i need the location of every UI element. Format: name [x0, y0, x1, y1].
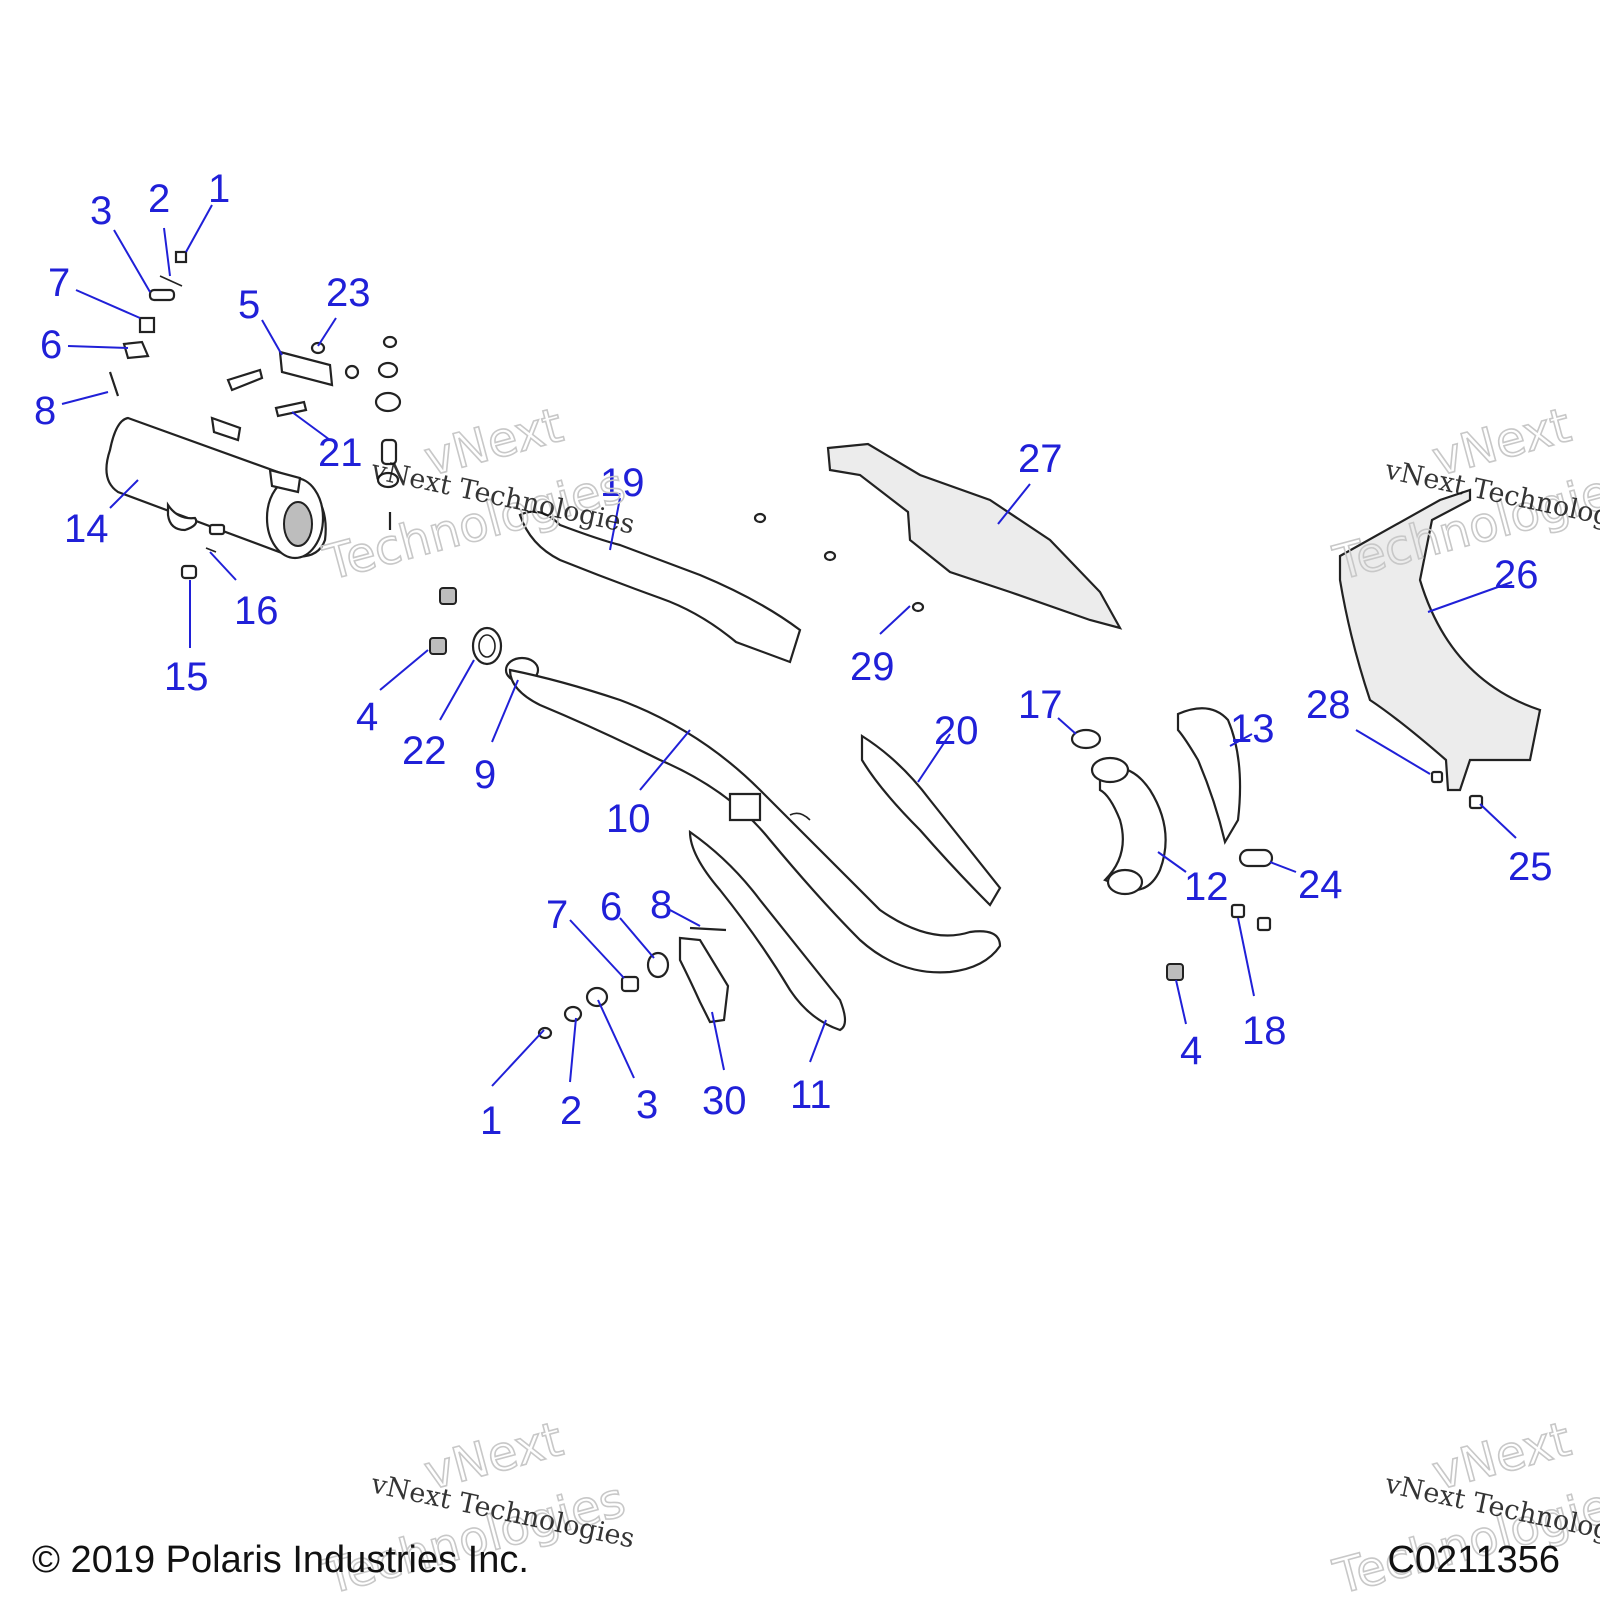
- part-isolator-stack: [310, 335, 402, 530]
- callout-2-upper: 2: [148, 177, 170, 221]
- leader-lines: [61, 204, 1517, 1087]
- callout-28: 28: [1306, 683, 1351, 727]
- callout-16: 16: [234, 589, 279, 633]
- callout-10: 10: [606, 797, 651, 841]
- callout-15: 15: [164, 655, 209, 699]
- callout-13: 13: [1230, 707, 1275, 751]
- part-heat-shield-27: [826, 442, 1123, 630]
- callout-2-lower: 2: [560, 1089, 582, 1133]
- callout-21: 21: [318, 431, 363, 475]
- callout-26: 26: [1494, 553, 1539, 597]
- part-heat-shield-19: [518, 510, 802, 664]
- callout-27: 27: [1018, 437, 1063, 481]
- callout-3-lower: 3: [636, 1083, 658, 1127]
- callout-25: 25: [1508, 845, 1553, 889]
- part-elbow-12: [1098, 766, 1167, 892]
- part-shield-13: [1176, 707, 1242, 845]
- part-spring-4b: [439, 587, 457, 605]
- drawing-number: C0211356: [1387, 1539, 1560, 1581]
- callout-9: 9: [474, 753, 496, 797]
- part-o-ring-17: [1070, 728, 1102, 750]
- callout-4-left: 4: [356, 695, 378, 739]
- part-hardware-lower: [537, 512, 1484, 1040]
- callout-24: 24: [1298, 863, 1343, 907]
- copyright-notice: © 2019 Polaris Industries Inc.: [32, 1539, 529, 1581]
- callout-1-upper: 1: [208, 167, 230, 211]
- callout-18: 18: [1242, 1009, 1287, 1053]
- part-bracket-5: [278, 350, 334, 387]
- callout-14: 14: [64, 507, 109, 551]
- callout-8-lower: 8: [650, 883, 672, 927]
- callout-17: 17: [1018, 683, 1063, 727]
- callout-3-upper: 3: [90, 189, 112, 233]
- part-hardware-upper-left: [108, 250, 308, 580]
- callout-11: 11: [790, 1073, 832, 1117]
- callout-6-lower: 6: [600, 885, 622, 929]
- callout-8-upper: 8: [34, 389, 56, 433]
- part-shield-26: [1338, 488, 1542, 792]
- callout-19: 19: [600, 461, 645, 505]
- callout-20: 20: [934, 709, 979, 753]
- callout-30: 30: [702, 1079, 747, 1123]
- part-spring-4a: [429, 637, 447, 655]
- callout-22: 22: [402, 729, 447, 773]
- watermark-top-right: vNext Technologies vNext Technologies: [1327, 396, 1600, 592]
- callout-6-upper: 6: [40, 323, 62, 367]
- part-spring-4c: [1166, 963, 1184, 981]
- callout-29: 29: [850, 645, 895, 689]
- callout-7-lower: 7: [546, 893, 568, 937]
- callout-1-lower: 1: [480, 1099, 502, 1143]
- part-heat-shield-20: [860, 734, 1002, 907]
- callout-23: 23: [326, 271, 371, 315]
- part-head-pipe-10: [508, 668, 1002, 974]
- part-clamp-24: [1238, 848, 1274, 868]
- part-tail-pipe-11: [688, 829, 847, 1032]
- callout-labels: 1 2 3 7 6 8 5 23 21 14 16 15 19 27 26 29…: [34, 167, 1553, 1143]
- part-bracket-30: [678, 936, 730, 1024]
- callout-5: 5: [238, 283, 260, 327]
- parts-artwork: [105, 250, 1542, 1040]
- callout-7-upper: 7: [48, 261, 70, 305]
- callout-4-right: 4: [1180, 1029, 1202, 1073]
- part-muffler: [105, 416, 327, 560]
- callout-12: 12: [1184, 865, 1229, 909]
